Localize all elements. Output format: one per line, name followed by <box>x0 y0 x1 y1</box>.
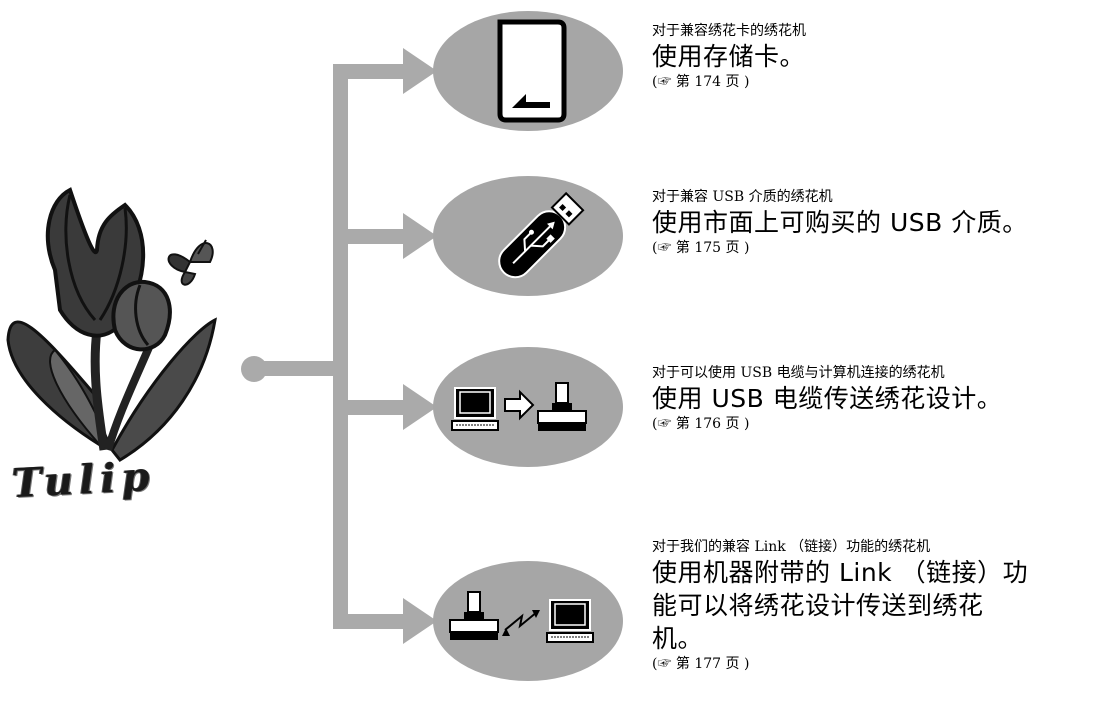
page-reference: (☞ 第 176 页 ) <box>652 416 750 432</box>
arrow-3 <box>403 384 437 430</box>
branch-2 <box>333 229 403 244</box>
page-reference: (☞ 第 175 页 ) <box>652 240 750 256</box>
connector-horizontal <box>254 361 344 376</box>
arrow-2 <box>403 213 437 259</box>
computer-to-machine-icon <box>451 382 587 431</box>
method-title: 使用机器附带的 Link （链接）功 能可以将绣花设计传送到绣花 机。 <box>652 558 1029 653</box>
connector-lines <box>241 48 437 644</box>
method-condition: 对于可以使用 USB 电缆与计算机连接的绣花机 <box>652 365 945 381</box>
connector-vertical <box>333 64 348 629</box>
method-title: 使用 USB 电缆传送绣花设计。 <box>652 384 1003 413</box>
method-condition: 对于我们的兼容 Link （链接）功能的绣花机 <box>652 539 931 555</box>
method-link: 对于我们的兼容 Link （链接）功能的绣花机 使用机器附带的 Link （链接… <box>652 538 1107 673</box>
tulip-logo-icon <box>6 187 217 462</box>
method-condition: 对于兼容绣花卡的绣花机 <box>652 23 806 39</box>
branch-4 <box>333 614 403 629</box>
method-oval-memory-card <box>433 11 623 131</box>
method-title: 使用存储卡。 <box>652 42 806 71</box>
page-reference: (☞ 第 174 页 ) <box>652 74 750 90</box>
branch-3 <box>340 400 403 415</box>
arrow-4 <box>403 598 437 644</box>
method-usb-cable: 对于可以使用 USB 电缆与计算机连接的绣花机 使用 USB 电缆传送绣花设计。… <box>652 364 1107 433</box>
method-oval-link <box>433 561 623 681</box>
method-oval-usb-cable <box>433 347 623 467</box>
method-condition: 对于兼容 USB 介质的绣花机 <box>652 189 833 205</box>
method-oval-usb <box>433 176 623 296</box>
method-usb-media: 对于兼容 USB 介质的绣花机 使用市面上可购买的 USB 介质。 (☞ 第 1… <box>652 188 1107 257</box>
machine-link-computer-icon <box>449 591 594 643</box>
branch-1 <box>333 64 403 79</box>
page-reference: (☞ 第 177 页 ) <box>652 656 750 672</box>
arrow-1 <box>403 48 437 94</box>
memory-card-icon <box>497 19 567 123</box>
method-memory-card: 对于兼容绣花卡的绣花机 使用存储卡。 (☞ 第 174 页 ) <box>652 22 1107 91</box>
method-title: 使用市面上可购买的 USB 介质。 <box>652 208 1028 237</box>
usb-drive-icon <box>498 191 585 279</box>
